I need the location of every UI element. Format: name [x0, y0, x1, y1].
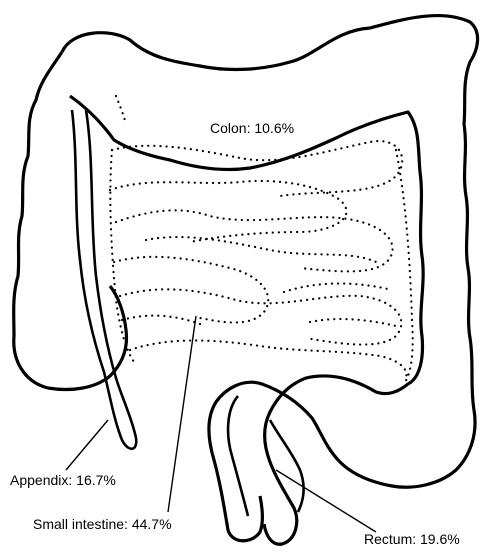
appendix-leader-line	[66, 420, 108, 470]
small-intestine-coils	[110, 96, 413, 384]
appendix-label: Appendix: 16.7%	[10, 472, 116, 488]
small-intestine-label: Small intestine: 44.7%	[33, 516, 172, 532]
colon-label: Colon: 10.6%	[210, 120, 294, 136]
rectum-label: Rectum: 19.6%	[364, 531, 460, 547]
rectum-outline	[228, 396, 304, 516]
appendix-outline	[72, 110, 136, 449]
small-intestine-leader-line	[168, 316, 196, 512]
ascending-colon-wall	[14, 52, 127, 390]
